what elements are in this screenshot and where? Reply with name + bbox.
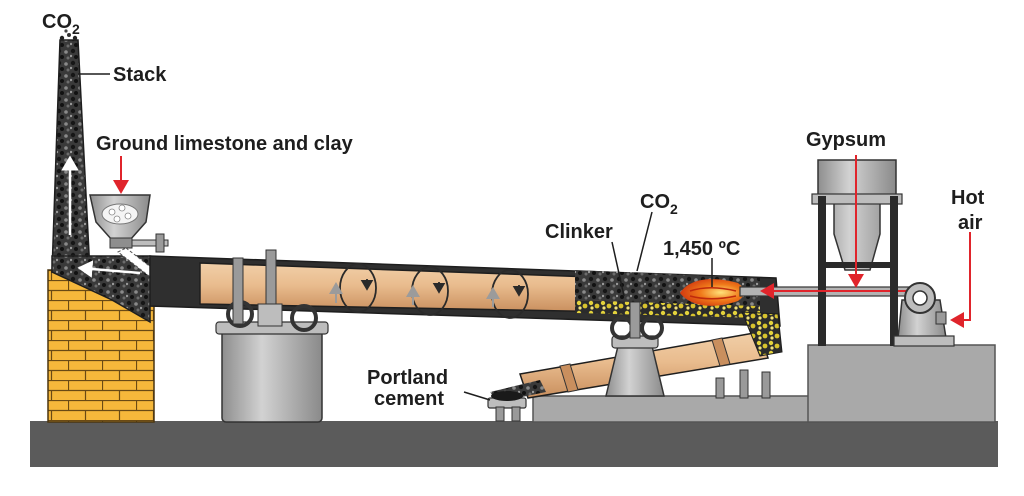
feed-valve-shaft [131, 239, 169, 247]
gypsum-label: Gypsum [806, 129, 886, 151]
base-platform [532, 395, 819, 423]
cooler-band [559, 363, 579, 393]
cooler-band [711, 337, 731, 367]
stack-smoke-particle [67, 33, 71, 37]
co2-stack-label: CO2 [42, 11, 80, 37]
right-plinth [807, 344, 996, 423]
stack-smoke-particle [72, 35, 78, 41]
portland-label-line1: Portland [367, 367, 448, 389]
clinker-leader-line [611, 241, 625, 297]
burner-flame [680, 279, 748, 306]
stack-label: Stack [113, 64, 167, 86]
portland-label-line2: cement [374, 388, 444, 410]
kiln-drive-housing [221, 329, 323, 423]
clinker-label: Clinker [545, 221, 613, 243]
hot-air-label-line2: air [958, 212, 983, 234]
stack-smoke-particle [59, 35, 65, 41]
silo-leg [818, 196, 826, 346]
portland-cement-pile [491, 391, 523, 401]
silo-leg [890, 196, 898, 346]
support-roller [290, 304, 318, 332]
feed-label: Ground limestone and clay [96, 133, 354, 155]
support-roller [640, 316, 664, 340]
portland-leader-line [463, 391, 491, 401]
hot-air-arrow [950, 232, 971, 328]
temperature-label: 1,450 ºC [663, 238, 740, 260]
stack-smoke-particle [64, 29, 68, 33]
co2-kiln-leader-line [636, 211, 653, 272]
cooler-feed-chute [741, 311, 783, 357]
stack [51, 39, 91, 273]
ground-slab [30, 421, 998, 467]
hot-air-label-line1: Hot [951, 187, 985, 209]
co2-kiln-label: CO2 [640, 191, 678, 217]
gas-flow-arrow [77, 260, 141, 278]
feed-valve [109, 237, 133, 249]
